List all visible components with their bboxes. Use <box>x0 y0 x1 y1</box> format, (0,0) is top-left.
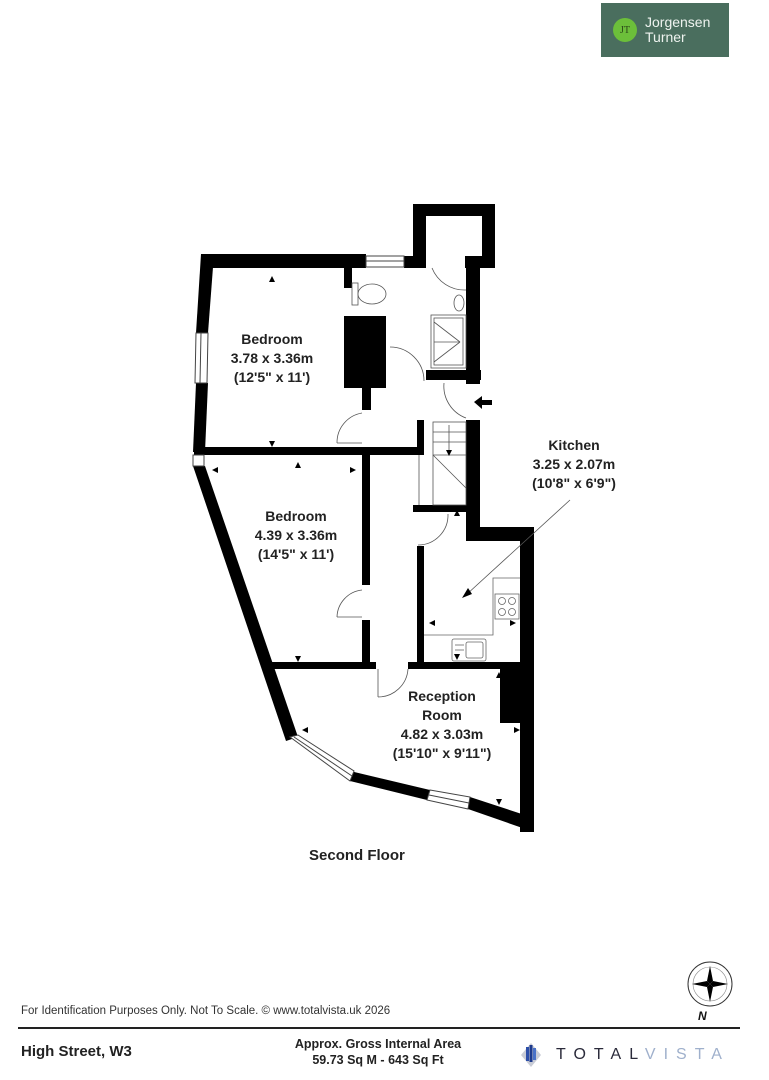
toilet-cistern <box>351 282 359 306</box>
brand-part1: TOTAL <box>556 1046 645 1063</box>
totalvista-wordmark: TOTALVISTA <box>556 1046 730 1064</box>
room-imperial-size: (10'8" x 6'9") <box>532 475 616 491</box>
room-label-kitchen: Kitchen 3.25 x 2.07m (10'8" x 6'9") <box>532 436 616 493</box>
stair-direction-icon <box>446 450 452 456</box>
area-label: Approx. Gross Internal Area <box>294 1037 462 1051</box>
floor-plan <box>192 204 571 832</box>
room-imperial-size: (12'5" x 11') <box>233 369 311 385</box>
room-name-line2: Room <box>422 707 462 723</box>
leader-arrow-icon <box>462 588 472 598</box>
door-swings <box>336 267 467 698</box>
windows <box>192 255 471 810</box>
totalvista-logo-icon <box>521 1043 541 1067</box>
bathroom-fixtures <box>351 282 467 369</box>
staircase <box>418 421 467 506</box>
dimension-markers <box>212 276 520 805</box>
footer-divider <box>18 1027 740 1029</box>
kitchen-fittings <box>424 577 520 662</box>
room-label-bedroom-1: Bedroom 3.78 x 3.36m (12'5" x 11') <box>231 330 314 387</box>
room-metric-size: 3.78 x 3.36m <box>230 350 314 366</box>
room-name: Bedroom <box>265 508 327 524</box>
compass-rose-icon: N <box>687 961 733 1023</box>
agent-logo: JT Jorgensen Turner <box>601 3 729 57</box>
agent-logo-text: Jorgensen Turner <box>645 15 710 45</box>
area-value: 59.73 Sq M - 643 Sq Ft <box>312 1053 444 1067</box>
room-name: Kitchen <box>548 437 600 453</box>
kitchen-leader-line <box>465 499 571 596</box>
property-address: High Street, W3 <box>21 1043 132 1060</box>
brand-part2: VISTA <box>644 1046 730 1063</box>
room-label-reception: Reception Room 4.82 x 3.03m (15'10" x 9'… <box>393 687 492 763</box>
room-name: Bedroom <box>241 331 303 347</box>
entrance-arrow-icon <box>474 396 492 409</box>
toilet-icon <box>357 283 387 305</box>
floor-label: Second Floor <box>309 847 405 864</box>
room-metric-size: 3.25 x 2.07m <box>532 456 616 472</box>
room-metric-size: 4.82 x 3.03m <box>400 726 484 742</box>
room-label-bedroom-2: Bedroom 4.39 x 3.36m (14'5" x 11') <box>255 507 338 564</box>
room-name-line1: Reception <box>408 688 476 704</box>
room-metric-size: 4.39 x 3.36m <box>254 527 338 543</box>
agent-logo-mark: JT <box>613 18 637 42</box>
room-imperial-size: (14'5" x 11') <box>257 546 335 562</box>
totalvista-logo: TOTALVISTA <box>520 1038 738 1072</box>
agent-name-line1: Jorgensen <box>645 14 711 30</box>
agent-name-line2: Turner <box>645 29 686 45</box>
room-imperial-size: (15'10" x 9'11") <box>392 745 492 761</box>
hob-icon <box>494 593 520 620</box>
disclaimer-text: For Identification Purposes Only. Not To… <box>21 1005 391 1017</box>
basin-icon <box>453 294 465 312</box>
walls <box>193 204 534 832</box>
svg-text:N: N <box>698 1009 707 1023</box>
gross-internal-area: Approx. Gross Internal Area 59.73 Sq M -… <box>295 1036 461 1068</box>
